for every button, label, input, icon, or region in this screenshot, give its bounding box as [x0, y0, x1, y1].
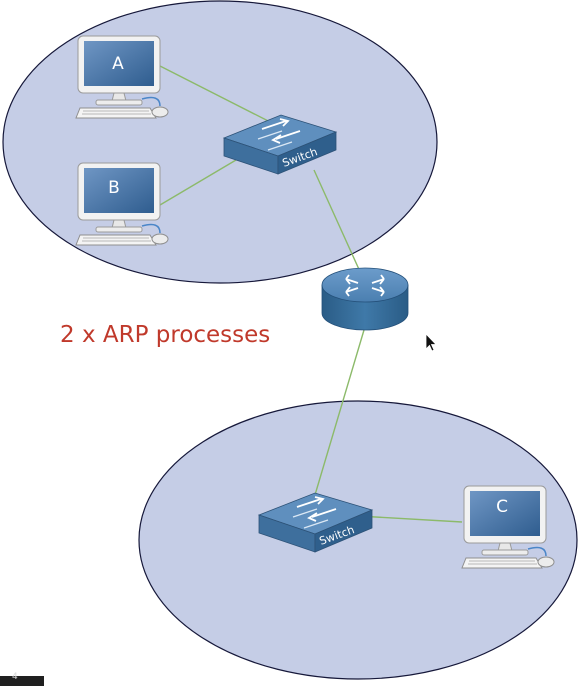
computer-icon — [75, 35, 169, 119]
mouse-cursor-icon — [425, 333, 437, 352]
host-a-label: A — [112, 54, 124, 74]
switch-icon — [222, 114, 338, 175]
computer-b: B — [75, 162, 169, 246]
host-b-label: B — [108, 178, 120, 198]
link-switch-router — [313, 169, 363, 277]
computer-icon — [75, 162, 169, 246]
switch-icon — [257, 492, 374, 553]
computer-a: A — [75, 35, 169, 119]
link-a-switch — [159, 65, 283, 129]
link-router-switch — [311, 329, 365, 506]
link-b-switch — [159, 159, 237, 206]
corner-tab[interactable]: 4 — [0, 672, 44, 686]
router-icon — [321, 267, 409, 331]
caption-text: 2 x ARP processes — [60, 322, 271, 348]
top-switch: Switch — [222, 114, 338, 175]
bottom-switch: Switch — [257, 492, 374, 553]
computer-icon — [461, 485, 555, 569]
host-c-label: C — [496, 497, 508, 517]
top-network-ellipse — [2, 0, 438, 284]
computer-c: C — [461, 485, 555, 569]
links — [159, 65, 463, 523]
router — [321, 267, 409, 331]
bottom-network-ellipse — [138, 400, 578, 680]
corner-tab-label: 4 — [12, 672, 18, 682]
link-switch-c — [357, 515, 463, 523]
